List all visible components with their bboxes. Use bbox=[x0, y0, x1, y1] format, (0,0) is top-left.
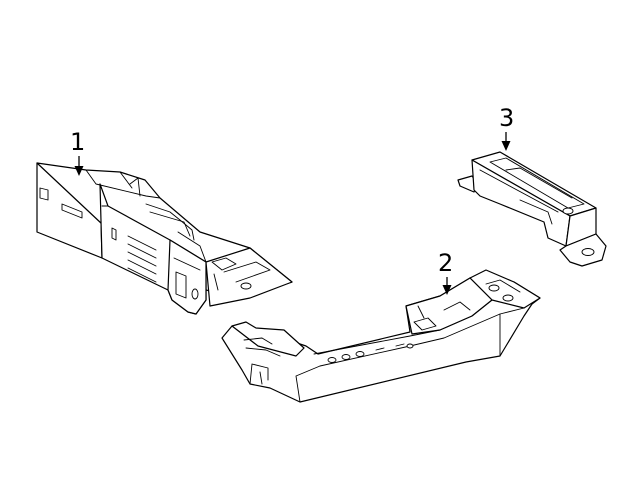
callout-3: 3 bbox=[499, 104, 514, 151]
part-2-bracket bbox=[221, 269, 541, 403]
callout-3-label: 3 bbox=[499, 104, 514, 132]
callout-1-arrowhead bbox=[74, 166, 84, 176]
part-3-bracket bbox=[457, 151, 607, 267]
callout-2: 2 bbox=[438, 249, 453, 295]
part-1-bracket bbox=[36, 162, 293, 315]
callout-3-arrowhead bbox=[501, 141, 511, 151]
callout-2-arrowhead bbox=[442, 285, 452, 295]
callout-1-label: 1 bbox=[70, 128, 85, 156]
callout-2-label: 2 bbox=[438, 249, 453, 277]
callout-1: 1 bbox=[70, 128, 85, 176]
